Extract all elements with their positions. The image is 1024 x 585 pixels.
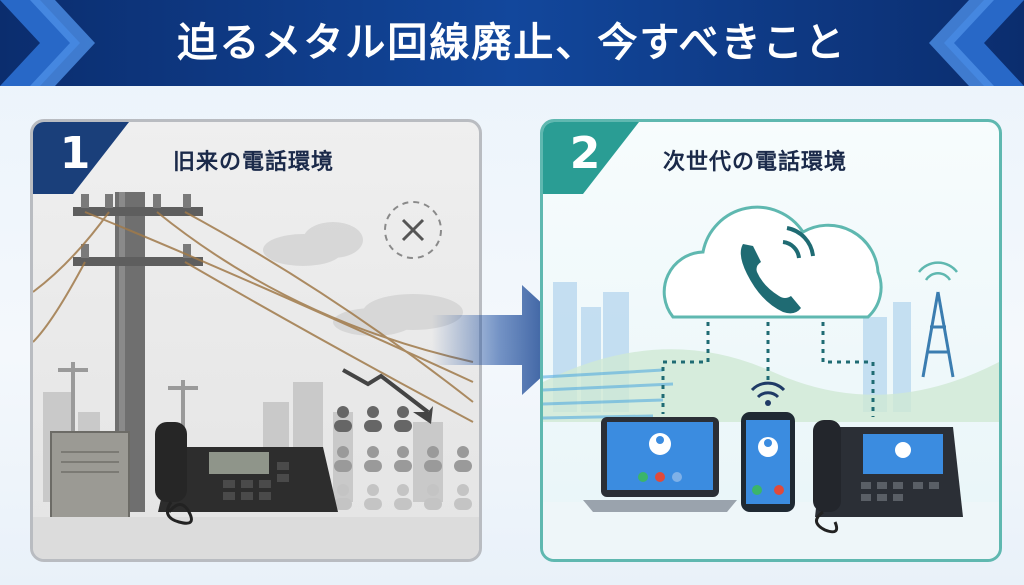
legacy-phone-panel: 1 旧来の電話環境 (30, 119, 482, 562)
step-badge (543, 122, 639, 194)
next-gen-phone-panel: 2 次世代の電話環境 (540, 119, 1002, 562)
panel-title-next-gen: 次世代の電話環境 (663, 150, 848, 175)
right-chevron-icon (929, 0, 1024, 86)
step-number: 2 (569, 128, 601, 179)
step-number: 1 (59, 128, 91, 179)
left-chevron-icon (0, 0, 95, 86)
header-banner: 迫るメタル回線廃止、今すべきこと (0, 0, 1024, 86)
step-badge (33, 122, 129, 194)
next-gen-scene-illustration (543, 205, 999, 559)
panel-title-legacy: 旧来の電話環境 (173, 150, 335, 175)
page-title: 迫るメタル回線廃止、今すべきこと (177, 20, 847, 66)
